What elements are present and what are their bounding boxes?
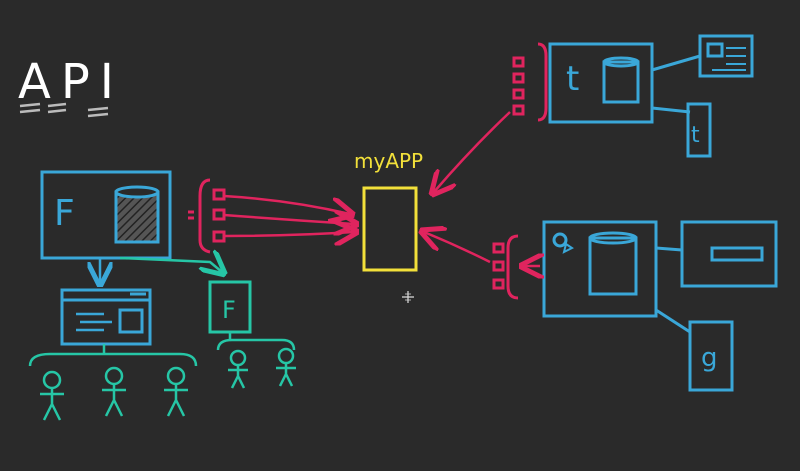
database-icon <box>588 231 638 296</box>
browser-window-icon <box>60 288 152 346</box>
person-icon <box>228 349 248 389</box>
page-title: API <box>18 54 124 110</box>
arrow-1 <box>223 194 350 214</box>
person-icon <box>102 366 126 417</box>
database-icon <box>114 185 160 244</box>
twitter-server-box <box>548 42 654 124</box>
google-api <box>424 232 540 300</box>
browser-window-icon <box>698 34 754 78</box>
google-server-box <box>542 220 658 318</box>
user-circle-icon <box>552 232 574 254</box>
database-icon <box>602 56 640 104</box>
cursor-icon <box>402 291 414 303</box>
twitter-api <box>434 42 548 192</box>
small-users-bracket <box>216 338 296 351</box>
title-group: API <box>18 54 124 118</box>
twitter-link-top <box>651 54 701 72</box>
facebook-to-app-arrows <box>223 194 354 236</box>
twitter-letter: t <box>566 59 579 99</box>
google-link-right <box>655 246 683 252</box>
branch-arrow <box>119 258 222 272</box>
facebook-letter: F <box>54 193 75 234</box>
facebook-api-port-1 <box>212 188 226 201</box>
twitter-api-port-2 <box>512 72 525 84</box>
twitter-api-port-1 <box>512 56 525 68</box>
twitter-api-port-3 <box>512 88 525 100</box>
twitter-small-box <box>686 102 712 158</box>
twitter-service: t t <box>548 34 754 158</box>
facebook-api-port-3 <box>212 230 226 243</box>
app-box <box>362 186 418 272</box>
app-label: myAPP <box>354 149 423 173</box>
twitter-link-bottom <box>651 106 691 114</box>
facebook-service: F <box>40 170 172 260</box>
arrow-2 <box>223 215 354 224</box>
twitter-api-port-4 <box>512 104 525 116</box>
person-icon <box>40 370 64 421</box>
google-api-port-2 <box>492 260 505 272</box>
google-letter: g <box>701 343 718 373</box>
google-api-bracket <box>506 234 519 300</box>
title-underline <box>19 102 109 118</box>
twitter-small-letter: t <box>691 123 700 148</box>
browser-users <box>28 344 198 421</box>
google-api-port-3 <box>492 278 505 290</box>
twitter-to-app-arrow <box>434 111 511 192</box>
google-api-port-1 <box>492 242 505 254</box>
person-icon <box>164 366 188 417</box>
facebook-outputs <box>100 258 222 282</box>
person-icon <box>276 347 296 387</box>
google-small-box <box>688 320 734 392</box>
arrow-3 <box>223 232 354 236</box>
facebook-small-letter: F <box>222 296 236 324</box>
twitter-api-bracket <box>537 42 548 122</box>
my-app: myAPP <box>354 149 423 272</box>
search-bar-icon <box>680 220 778 288</box>
facebook-small-box: F <box>208 280 252 334</box>
google-service: g <box>542 220 778 392</box>
google-link-bottom <box>655 308 691 334</box>
google-to-app-arrow <box>424 232 491 264</box>
users-bracket <box>28 352 198 367</box>
facebook-api-port-2 <box>212 208 226 221</box>
facebook-api <box>188 178 226 254</box>
facebook-server-box <box>40 170 172 260</box>
small-facebook-users <box>216 332 296 389</box>
facebook-api-bracket <box>198 178 211 254</box>
